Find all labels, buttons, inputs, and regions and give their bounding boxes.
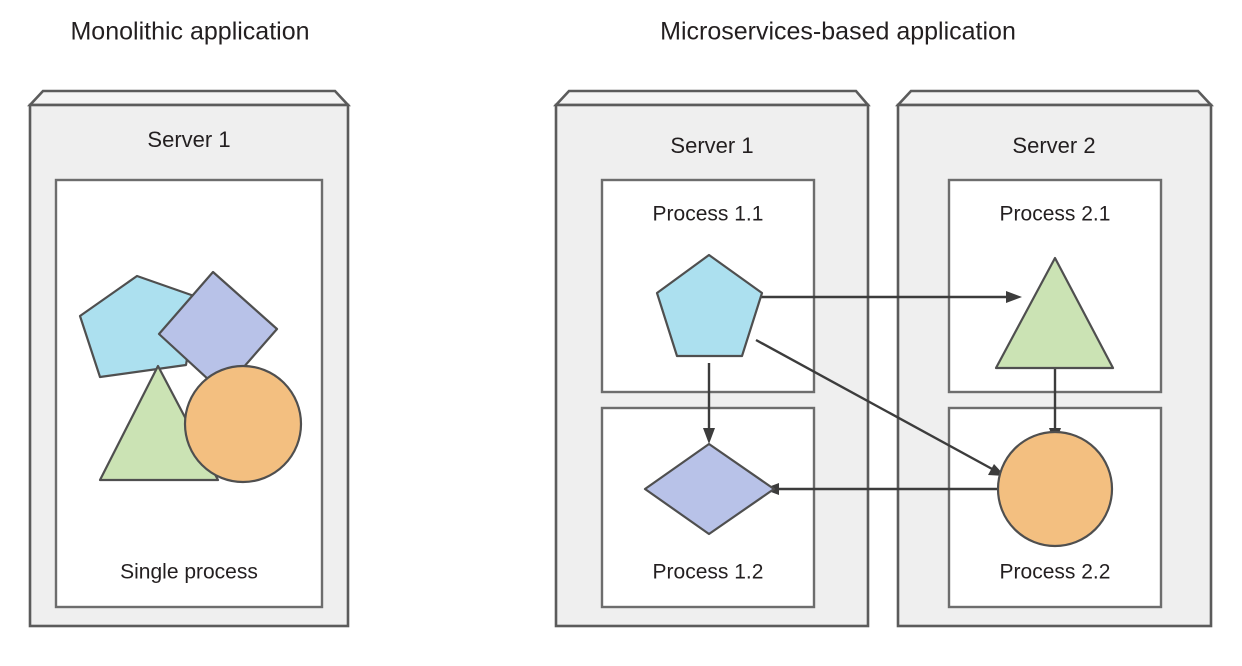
arrowhead-p11-p12 bbox=[703, 428, 715, 444]
shape-circle-process-2-2 bbox=[996, 430, 1114, 548]
server-box-micro-server-2: Server 2 Process 2.1 Process 2.2 bbox=[895, 89, 1214, 628]
connector-line-p11-p22 bbox=[755, 338, 995, 472]
process-label-process-1-2: Process 1.2 bbox=[653, 561, 764, 584]
shape-pentagon-process-1-1 bbox=[655, 253, 764, 358]
connector-conn-p11-to-p12 bbox=[703, 363, 715, 444]
process-label-process-2-1: Process 2.1 bbox=[1000, 203, 1111, 226]
shape-pentagon-mono bbox=[78, 274, 199, 379]
server-label-mono-server-1: Server 1 bbox=[147, 127, 230, 152]
process-label-process-1-1: Process 1.1 bbox=[653, 203, 764, 226]
server-lid-micro-server-2 bbox=[895, 89, 1214, 107]
connector-conn-p11-to-p21 bbox=[761, 291, 1022, 303]
server-label-micro-server-1: Server 1 bbox=[670, 133, 753, 158]
server-lid-mono-server-1 bbox=[27, 89, 351, 107]
panel-microservices: Microservices-based application Server 1… bbox=[553, 18, 1214, 628]
panel-title-monolithic: Monolithic application bbox=[70, 18, 309, 46]
shape-diamond-process-1-2 bbox=[643, 442, 776, 536]
server-lid-micro-server-1 bbox=[553, 89, 871, 107]
connector-layer bbox=[703, 291, 1061, 495]
panel-title-microservices: Microservices-based application bbox=[660, 18, 1016, 46]
process-box-mono-single-process: Single process bbox=[54, 178, 324, 609]
server-box-micro-server-1: Server 1 Process 1.1 Process 1.2 bbox=[553, 89, 871, 628]
process-label-mono-single-process: Single process bbox=[120, 561, 258, 584]
shape-layer bbox=[643, 253, 1115, 548]
panel-monolithic: Monolithic application Server 1 Single p… bbox=[27, 18, 351, 628]
server-label-micro-server-2: Server 2 bbox=[1012, 133, 1095, 158]
shape-triangle-process-2-1 bbox=[994, 256, 1115, 370]
shape-circle-mono bbox=[183, 364, 303, 484]
arrowhead-p11-p21 bbox=[1006, 291, 1022, 303]
server-box-mono-server-1: Server 1 Single process bbox=[27, 89, 351, 628]
process-label-process-2-2: Process 2.2 bbox=[1000, 561, 1111, 584]
